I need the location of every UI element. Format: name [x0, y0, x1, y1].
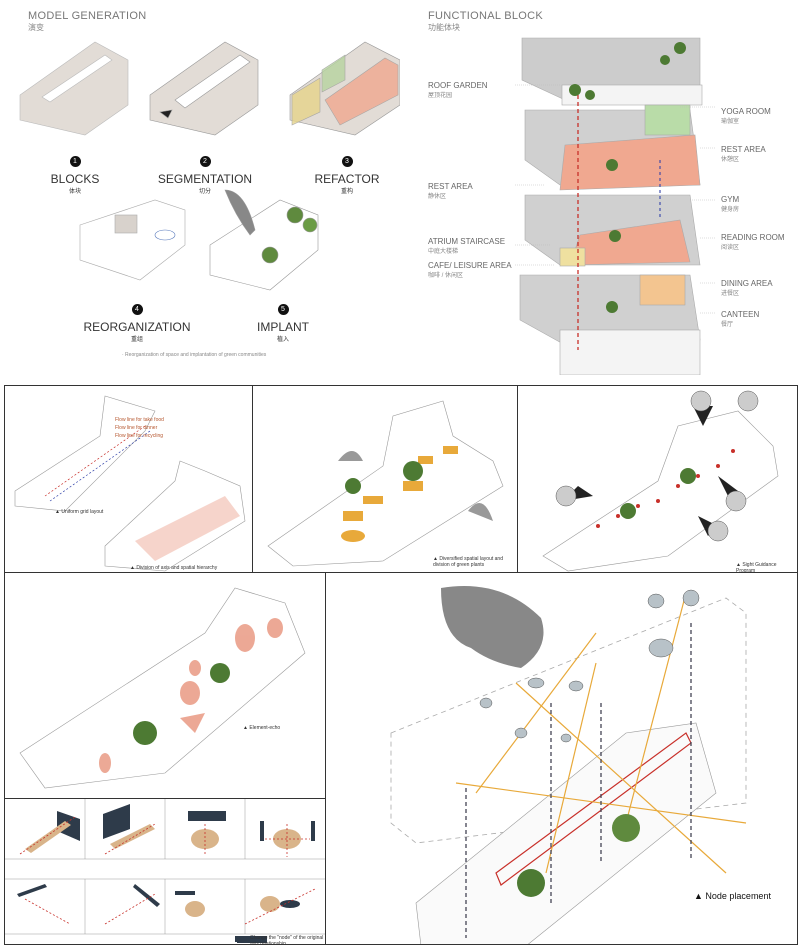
step-number: 1 — [69, 156, 81, 167]
segmentation-model — [149, 41, 259, 136]
step-label: REFACTOR — [314, 172, 380, 186]
section-title: FUNCTIONAL BLOCK — [428, 10, 544, 22]
blocks-model — [19, 41, 129, 136]
step-label-cn: 植入 — [276, 337, 289, 343]
step-number: 5 — [277, 304, 289, 315]
step-label: IMPLANT — [256, 320, 309, 334]
step-label-cn: 切分 — [198, 189, 211, 195]
step-number: 4 — [131, 304, 143, 315]
node-legend-text: Change the "node" of the original axis r… — [250, 935, 324, 945]
caption-axis-division: ▲ Division of axis and spatial hierarchy — [130, 565, 218, 571]
caption-sight-guidance: ▲ Sight Guidance Program — [736, 562, 777, 573]
panel-axis-nodes: Change the "node" of the original axis r… — [4, 798, 327, 945]
step-label-cn: 体块 — [68, 189, 81, 195]
step-label: SEGMENTATION — [157, 172, 253, 186]
reorganization-model — [79, 199, 186, 281]
step-label: REORGANIZATION — [83, 320, 191, 334]
panel-node-placement: ▲ Node placement — [325, 572, 798, 945]
caption-green-plants: ▲ Diversified spatial layout and divisio… — [433, 556, 503, 568]
step-label-cn: 重构 — [340, 189, 353, 195]
functional-block-drawing — [515, 37, 715, 375]
caption-element-echo: ▲ Element-echo — [243, 725, 281, 731]
step-number: 3 — [341, 156, 353, 167]
section-title: MODEL GENERATION — [28, 10, 147, 22]
panel-sight-guidance: ▲ Sight Guidance Program — [517, 385, 798, 573]
section-title-cn: 功能体块 — [428, 23, 460, 32]
step-number: 2 — [199, 156, 211, 167]
refactor-model — [289, 41, 400, 136]
caption-node-placement: ▲ Node placement — [694, 891, 771, 901]
section-title-cn: 演变 — [28, 23, 44, 32]
model-generation-header: MODEL GENERATION 演变 — [28, 10, 146, 33]
caption-uniform-grid: ▲ Uniform grid layout — [55, 509, 104, 515]
model-caption: · Reorganization of space and implantati… — [122, 352, 267, 358]
functional-block-header: FUNCTIONAL BLOCK 功能体块 — [428, 10, 543, 33]
panel-green-plants: ▲ Diversified spatial layout and divisio… — [252, 385, 518, 573]
implant-model — [209, 189, 319, 291]
step-label: BLOCKS — [50, 172, 100, 186]
step-label-cn: 重组 — [130, 337, 143, 343]
panel-element-echo: ▲ Element-echo — [4, 572, 327, 800]
node-legend-swatch — [235, 936, 245, 942]
model-generation-drawings — [19, 41, 400, 291]
